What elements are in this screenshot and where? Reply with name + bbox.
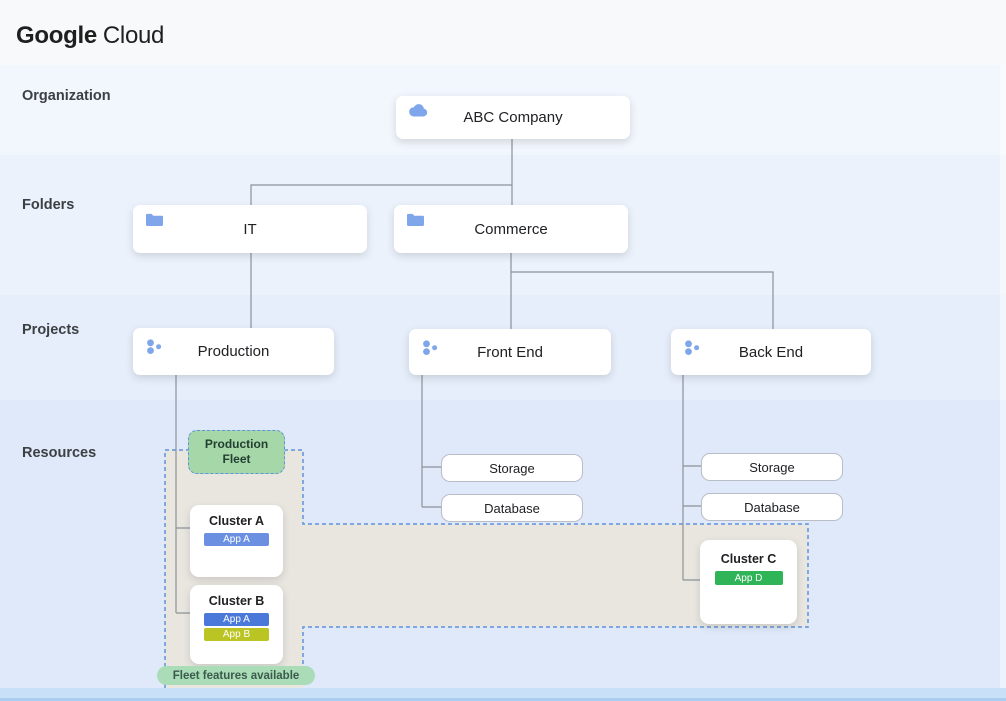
logo-cloud-text: Cloud (102, 22, 165, 49)
project-icon (684, 339, 701, 356)
cluster-b-card: Cluster B App A App B (190, 585, 283, 664)
node-label: Front End (477, 343, 543, 361)
row-label-resources: Resources (22, 445, 97, 461)
app-bar-b: App B (204, 628, 269, 641)
cluster-a-card: Cluster A App A (190, 505, 283, 577)
node-folder-it: IT (133, 205, 367, 253)
node-project-production: Production (133, 328, 334, 375)
slide-bottom-edge (0, 688, 1006, 701)
project-icon (146, 338, 163, 355)
app-bar-a: App A (204, 613, 269, 626)
pill-label: Database (484, 500, 540, 516)
cluster-c-card: Cluster C App D (700, 540, 797, 624)
row-label-projects: Projects (22, 322, 80, 338)
fleet-badge-line1: Production (204, 437, 269, 451)
node-folder-commerce: Commerce (394, 205, 628, 253)
pill-label: Storage (489, 460, 535, 476)
pill-backend-database: Database (701, 493, 843, 521)
slide-right-edge (1000, 65, 1006, 688)
pill-frontend-database: Database (441, 494, 583, 522)
folder-icon (407, 213, 424, 226)
node-organization: ABC Company (396, 96, 630, 139)
node-label: Production (197, 343, 270, 360)
logo-google-text: Google (16, 22, 97, 49)
fleet-zone-outline (164, 449, 809, 701)
node-label: ABC Company (463, 109, 563, 126)
pill-backend-storage: Storage (701, 453, 843, 481)
row-label-folders: Folders (22, 197, 75, 213)
pill-frontend-storage: Storage (441, 454, 583, 482)
app-bar-d: App D (714, 571, 783, 585)
fleet-features-note: Fleet features available (157, 666, 315, 685)
app-bar-a: App A (204, 533, 269, 546)
connector-lines (175, 139, 774, 614)
project-icon (422, 339, 439, 356)
cluster-title: Cluster A (208, 514, 265, 528)
cluster-title: Cluster B (208, 594, 265, 608)
band-header (0, 0, 1006, 65)
folder-icon (146, 213, 163, 226)
fleet-badge-line2: Fleet (222, 452, 251, 466)
node-project-frontend: Front End (409, 329, 611, 375)
node-project-backend: Back End (671, 329, 871, 375)
cluster-title: Cluster C (720, 552, 777, 566)
pill-label: Storage (749, 459, 795, 475)
row-label-organization: Organization (22, 88, 111, 104)
cloud-icon (409, 104, 428, 117)
node-label: IT (243, 220, 257, 238)
node-label: Commerce (474, 220, 548, 238)
pill-label: Database (744, 499, 800, 515)
node-label: Back End (738, 343, 804, 361)
